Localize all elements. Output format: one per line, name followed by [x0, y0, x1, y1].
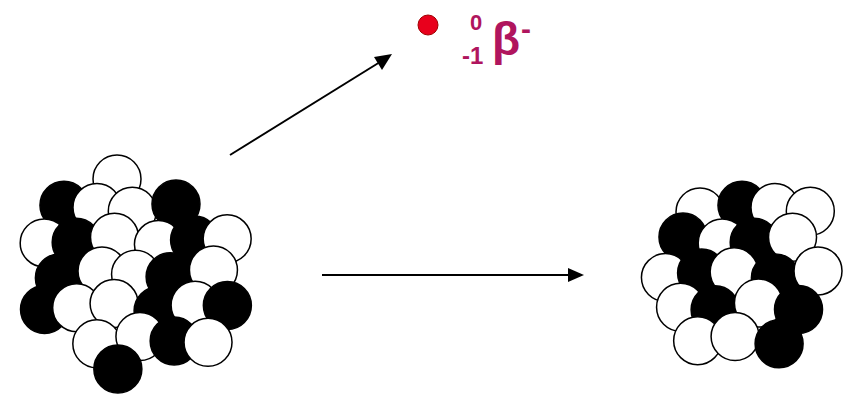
- emission-arrow: [230, 62, 380, 155]
- proton: [711, 313, 759, 361]
- daughter-nucleus: [641, 181, 842, 368]
- proton: [184, 318, 232, 366]
- beta-particle: [418, 15, 438, 35]
- arrow-head: [374, 54, 392, 70]
- reaction-arrow: [322, 274, 576, 276]
- parent-nucleus: [20, 155, 251, 393]
- charge-number: -1: [462, 44, 483, 68]
- charge-sign: -: [521, 14, 531, 44]
- arrow-head: [568, 268, 584, 282]
- neutron: [755, 320, 803, 368]
- beta-symbol: β: [492, 16, 520, 62]
- mass-number: 0: [470, 12, 482, 34]
- neutron: [94, 345, 142, 393]
